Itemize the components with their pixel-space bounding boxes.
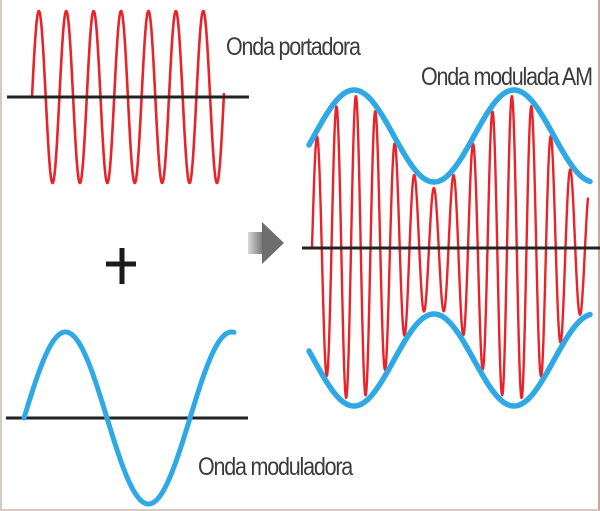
modulator-wave [21,329,237,507]
am-wave-label: Onda modulada AM [421,63,593,91]
carrier-wave-group [7,9,249,185]
am-wave-group [302,87,600,409]
plus-symbol [106,248,136,284]
am-envelope-bottom [306,311,593,409]
arrow-right-icon [248,222,284,264]
am-carrier-wave [310,94,590,400]
modulator-wave-label: Onda moduladora [198,453,353,481]
carrier-wave [30,9,226,185]
am-envelope-top [306,87,593,185]
modulator-wave-group [6,329,248,507]
carrier-wave-label: Onda portadora [226,33,361,61]
